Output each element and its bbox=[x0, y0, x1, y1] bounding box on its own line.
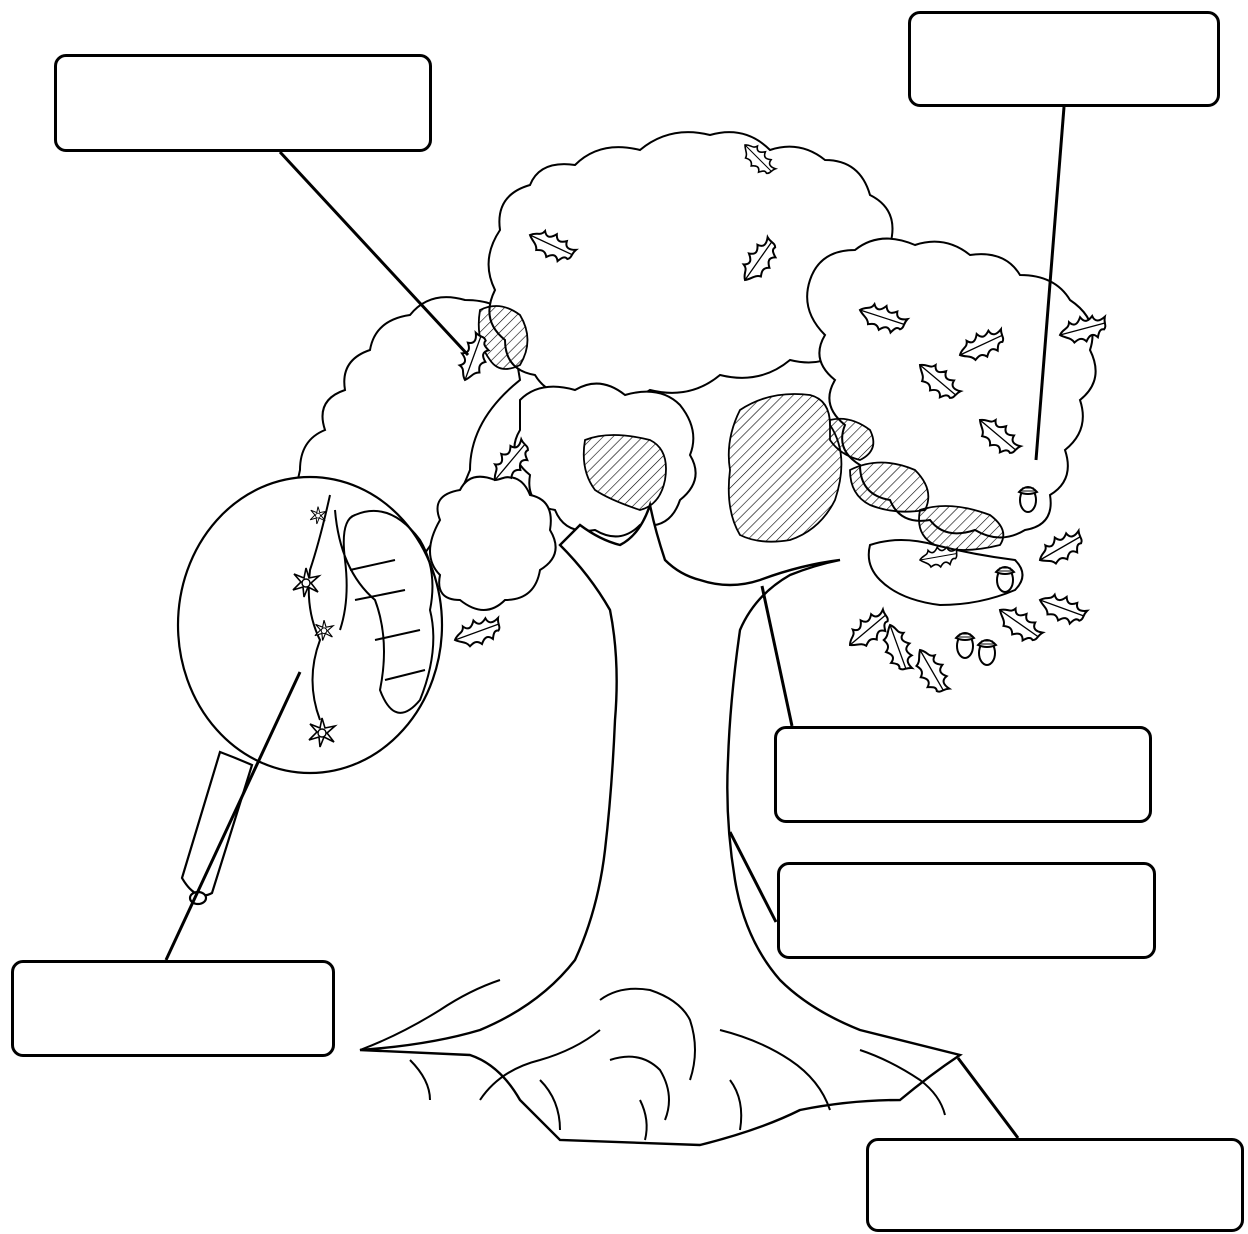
label-box-top-right[interactable] bbox=[908, 11, 1220, 107]
trunk bbox=[360, 505, 960, 1145]
label-box-low-right[interactable] bbox=[777, 862, 1156, 959]
label-box-top-left[interactable] bbox=[54, 54, 432, 152]
leader-line-top-left bbox=[280, 152, 468, 355]
leader-line-mid-right bbox=[762, 586, 792, 726]
leader-line-bottom-right bbox=[958, 1058, 1018, 1138]
magnifying-glass bbox=[178, 477, 442, 904]
label-box-mid-right[interactable] bbox=[774, 726, 1152, 823]
label-box-bottom-left[interactable] bbox=[11, 960, 335, 1057]
label-box-bottom-right[interactable] bbox=[866, 1138, 1244, 1232]
